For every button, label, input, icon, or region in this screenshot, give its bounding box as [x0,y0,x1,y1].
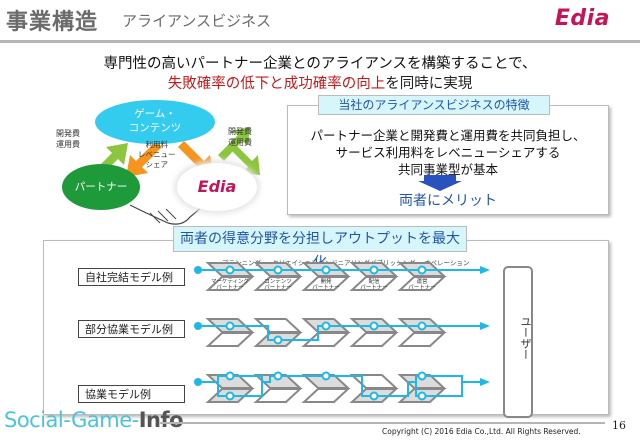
partner-label-2-0: パートナー [216,284,244,291]
down-arrow-icon [418,175,462,191]
edia-logo: Edia [554,6,610,31]
footer-divider [160,422,605,424]
flow-node-bottom-2-4 [417,391,427,401]
game-label-2: コンテンツ [128,122,182,134]
flow-node-0-4 [417,265,427,275]
chevron-bottom-1-2 [301,332,351,347]
flow-node-1-2 [321,321,331,331]
lead-rest: を同時に実現 [385,76,473,92]
feature-line-3: 共同事業型が基本 [397,162,498,177]
partner-label-1: コンテンツ [264,278,292,285]
page-title: 事業構造 [6,10,99,35]
chevron-bottom-1-0 [205,332,255,347]
flow-node-2-2 [321,371,331,381]
flow-node-0-2 [321,265,331,275]
panel-tag: 両者の得意分野を分担しアウトプットを最大化 [173,226,467,271]
feature-line-1: パートナー企業と開発費と運用費を共同負担し、 [310,128,586,143]
chevron-bottom-0-1 [253,276,303,291]
chevron-bottom-0-3 [349,276,399,291]
copyright: Copyright (C) 2016 Edia Co.,Ltd. All Rig… [382,427,581,436]
partner-label-2-3: パートナー [360,284,388,291]
green-arrow-right-down-icon [228,141,260,175]
flow-node-0-3 [369,265,379,275]
chevron-bottom-1-4 [397,332,447,347]
flow-node-2-3 [369,391,379,401]
flow-arrowhead-1 [480,322,490,330]
partner-label-2: 開発 [320,277,332,285]
lead-highlight: 失敗確率の低下と成功確率の向上 [167,76,386,92]
user-label: ユーザー [519,316,532,360]
fee-3: シェア [145,160,169,169]
chevron-bottom-2-2 [301,388,351,403]
header-divider [0,40,640,43]
partner-label-0: マーケティング [211,277,250,285]
orange-arrow-left-icon [126,141,162,177]
flow-node-top-2-0 [225,371,235,381]
phase-planning: プランニング [222,259,261,267]
page-subtitle: アライアンスビジネス [122,12,272,30]
feature-line-2: サービス利用料をレベニューシェアする [335,145,561,160]
left-cost-1: 開発費 [56,129,80,138]
lead-line-2: 失敗確率の低下と成功確率の向上を同時に実現 [0,72,640,93]
watermark-bold: Info [138,408,184,432]
flow-node-1-0 [225,321,235,331]
phase-creation: クリエイション [272,259,318,267]
right-cost-1: 開発費 [228,127,252,136]
flow-node-1-3 [369,321,379,331]
model-label-partial: 部分協業モデル例 [78,320,185,338]
user-box [503,266,533,418]
partner-label-2-2: パートナー [312,284,340,291]
partner-label-4: 運営 [416,277,428,285]
chevron-bottom-2-1 [253,388,303,403]
model-label-inhouse: 自社完結モデル例 [78,268,185,286]
flow-node-1-4 [417,321,427,331]
lead-line-1: 専門性の高いパートナー企業とのアライアンスを構築することで、 [103,56,537,72]
watermark-light: Social-Game- [4,408,139,432]
flow-line-2 [198,375,480,397]
chevron-bottom-0-4 [397,276,447,291]
flow-node-bottom-2-0 [225,391,235,401]
chevron-bottom-0-0 [205,276,255,291]
chevron-bottom-1-3 [349,332,399,347]
right-cost-label: 開発費 運用費 [228,126,252,148]
partner-label-2-1: パートナー [264,284,292,291]
fee-label: 利用料 レベニュー シェア [138,140,176,170]
right-cost-2: 運用費 [228,138,252,147]
flow-node-0-1 [273,265,283,275]
chevron-bottom-0-2 [301,276,351,291]
watermark: Social-Game-Info [4,408,184,432]
flow-arrowhead-2 [480,378,490,386]
fee-1: 利用料 [145,140,169,149]
flow-node-2-1 [273,371,283,381]
partner-node: パートナー [62,164,140,210]
game-label-1: ゲーム・ [134,108,176,120]
fee-2: レベニュー [138,150,176,159]
merit-text: 両者にメリット [399,193,497,209]
game-content-node: ゲーム・ コンテンツ [95,100,215,144]
left-cost-2: 運用費 [56,140,80,149]
flow-line-1 [198,325,480,341]
phase-engineering: エンジニアリング [318,259,370,267]
flow-node-top-2-4 [417,371,427,381]
page-number: 16 [612,419,626,432]
flow-node-0-0 [225,265,235,275]
partner-label-2-4: パートナー [408,284,436,291]
phase-operation: オペレーション [424,259,470,267]
feature-tag: 当社のアライアンスビジネスの特徴 [318,95,550,115]
flow-arrowhead-0 [480,266,490,274]
phase-publishing: パブリッシング [370,259,416,267]
model-label-collab: 協業モデル例 [78,385,185,403]
left-cost-label: 開発費 運用費 [56,128,80,150]
feature-box [287,105,609,215]
partner-label-3: 配信 [368,277,380,285]
edia-node: Edia [177,163,257,211]
flow-node-1-1 [273,335,283,345]
